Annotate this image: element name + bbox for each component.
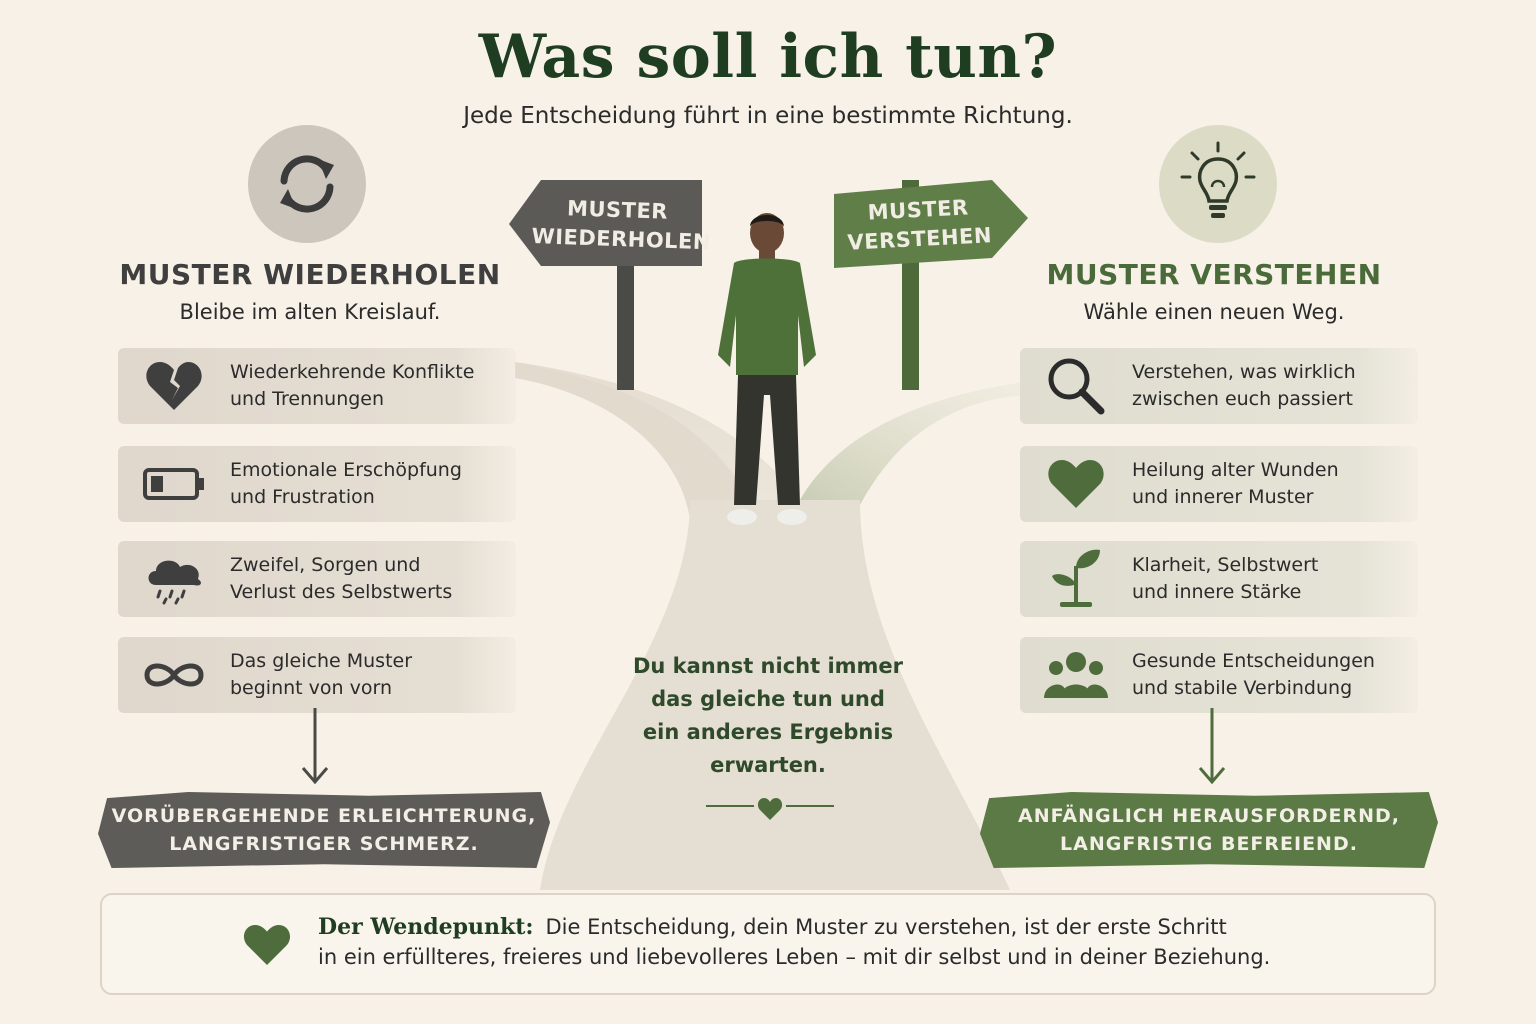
refresh-cycle-icon	[248, 125, 366, 243]
left-item-3: Zweifel, Sorgen und Verlust des Selbstwe…	[118, 541, 516, 617]
lightbulb-icon	[1159, 125, 1277, 243]
left-item-1: Wiederkehrende Konflikte und Trennungen	[118, 348, 516, 424]
arrow-down-right-icon	[1198, 708, 1226, 785]
left-subtitle: Bleibe im alten Kreislauf.	[179, 300, 441, 324]
left-result-line2: LANGFRISTIGER SCHMERZ.	[169, 833, 479, 855]
right-result-banner: ANFÄNGLICH HERAUSFORDERND, LANGFRISTIG B…	[980, 792, 1438, 868]
broken-heart-icon	[118, 360, 230, 412]
right-item-4: Gesunde Entscheidungen und stabile Verbi…	[1020, 637, 1418, 713]
left-result-line1: VORÜBERGEHENDE ERLEICHTERUNG,	[111, 805, 537, 827]
left-item-4-text: Das gleiche Muster beginnt von vorn	[230, 650, 413, 699]
footer-heart-icon	[243, 925, 291, 965]
turning-point-line1: Die Entscheidung, dein Muster zu versteh…	[545, 915, 1227, 939]
turning-point-label: Der Wendepunkt:	[318, 914, 534, 940]
group-icon	[1020, 650, 1132, 700]
right-result-line1: ANFÄNGLICH HERAUSFORDERND,	[1017, 805, 1401, 827]
page-subtitle: Jede Entscheidung führt in eine bestimmt…	[463, 103, 1073, 129]
right-subtitle: Wähle einen neuen Weg.	[1083, 300, 1345, 324]
right-item-3-text: Klarheit, Selbstwert und innere Stärke	[1132, 554, 1319, 603]
left-title: MUSTER WIEDERHOLEN	[119, 258, 501, 291]
infinity-icon	[118, 658, 230, 692]
person-figure	[718, 213, 816, 525]
right-item-1-text: Verstehen, was wirklich zwischen euch pa…	[1132, 361, 1356, 410]
left-item-2-text: Emotionale Erschöpfung und Frustration	[230, 459, 462, 508]
turning-point-box: Der Wendepunkt: Die Entscheidung, dein Mu…	[100, 893, 1436, 995]
right-result-line2: LANGFRISTIG BEFREIEND.	[1060, 833, 1358, 855]
sign-left-label: MUSTER WIEDERHOLEN	[531, 196, 712, 255]
quote-divider-heart-icon	[706, 798, 834, 820]
right-item-1: Verstehen, was wirklich zwischen euch pa…	[1020, 348, 1418, 424]
right-item-2-text: Heilung alter Wunden und innerer Muster	[1132, 459, 1339, 508]
left-item-4: Das gleiche Muster beginnt von vorn	[118, 637, 516, 713]
arrow-down-left-icon	[301, 708, 329, 785]
signpost-right	[834, 180, 1028, 390]
left-item-1-text: Wiederkehrende Konflikte und Trennungen	[230, 361, 475, 410]
right-item-4-text: Gesunde Entscheidungen und stabile Verbi…	[1132, 650, 1375, 699]
turning-point-line2: in ein erfüllteres, freieres und liebevo…	[318, 945, 1271, 969]
sprout-icon	[1020, 546, 1132, 612]
low-battery-icon	[118, 467, 230, 501]
right-item-3: Klarheit, Selbstwert und innere Stärke	[1020, 541, 1418, 617]
page-title: Was soll ich tun?	[478, 22, 1058, 92]
right-item-2: Heilung alter Wunden und innerer Muster	[1020, 446, 1418, 522]
signpost-left	[509, 180, 702, 390]
right-title: MUSTER VERSTEHEN	[1046, 258, 1382, 291]
magnifier-icon	[1020, 355, 1132, 417]
rain-cloud-icon	[118, 553, 230, 605]
left-item-2: Emotionale Erschöpfung und Frustration	[118, 446, 516, 522]
heart-icon	[1020, 458, 1132, 510]
left-item-3-text: Zweifel, Sorgen und Verlust des Selbstwe…	[230, 554, 453, 603]
sign-right-label: MUSTER VERSTEHEN	[846, 195, 993, 255]
center-quote: Du kannst nicht immer das gleiche tun un…	[632, 654, 904, 777]
left-result-banner: VORÜBERGEHENDE ERLEICHTERUNG, LANGFRISTI…	[98, 792, 550, 868]
